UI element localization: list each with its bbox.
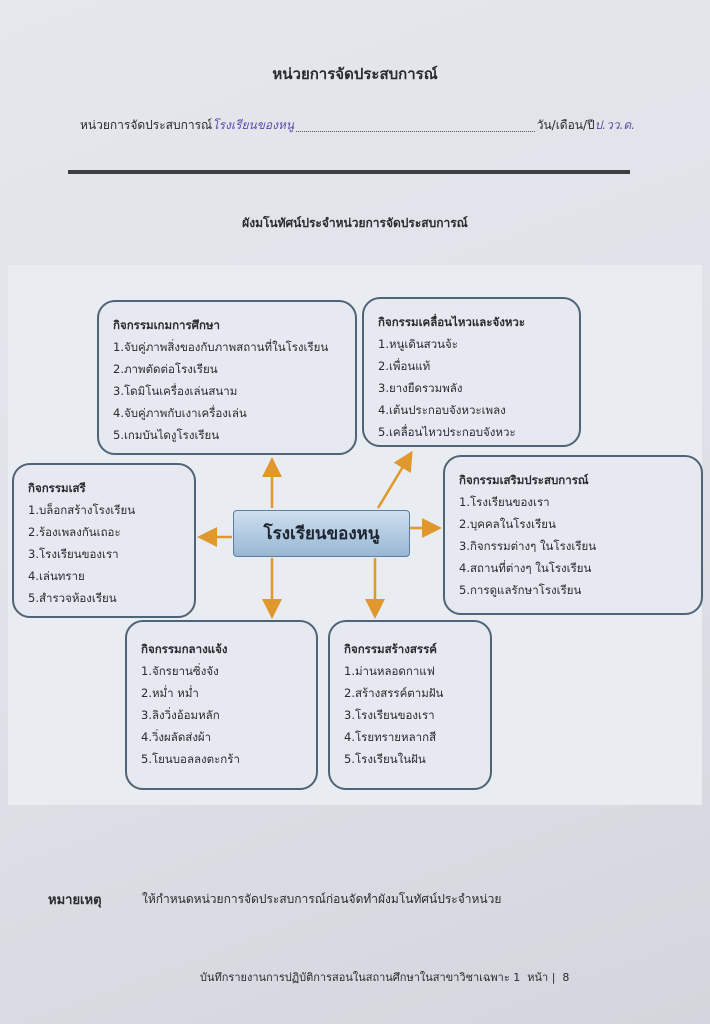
list-item: 5.สำรวจห้องเรียน <box>28 591 117 605</box>
date-label: วัน/เดือน/ปี <box>536 118 595 132</box>
list-item: 4.วิ่งผลัดส่งผ้า <box>141 730 212 744</box>
list-item: 2.บุคคลในโรงเรียน <box>459 517 556 531</box>
remark-text: ให้กำหนดหน่วยการจัดประสบการณ์ก่อนจัดทำผั… <box>142 892 502 906</box>
divider <box>68 170 630 174</box>
arrow-up-right <box>376 450 413 509</box>
list-item: 1.โรงเรียนของเรา <box>459 495 550 509</box>
page-label: หน้า <box>527 971 549 984</box>
box-free: กิจกรรมเสรี 1.บล็อกสร้างโรงเรียน 2.ร้องเ… <box>12 463 196 618</box>
list-item: 5.เกมบันไดงูโรงเรียน <box>113 428 220 442</box>
box-games: กิจกรรมเกมการศึกษา 1.จับคู่ภาพสิ่งของกับ… <box>97 300 357 455</box>
list-item: 1.ม่านหลอดกาแฟ <box>344 664 435 678</box>
box-heading: กิจกรรมเคลื่อนไหวและจังหวะ <box>378 315 526 329</box>
page-title: หน่วยการจัดประสบการณ์ <box>272 65 438 83</box>
footer: บันทึกรายงานการปฏิบัติการสอนในสถานศึกษาใ… <box>200 971 570 984</box>
list-item: 3.โรงเรียนของเรา <box>344 708 435 722</box>
unit-value: โรงเรียนของหนู <box>212 118 295 132</box>
list-item: 3.โรงเรียนของเรา <box>28 547 119 561</box>
list-item: 1.จับคู่ภาพสิ่งของกับภาพสถานที่ในโรงเรีย… <box>113 340 329 354</box>
list-item: 4.โรยทรายหลากสี <box>344 730 437 744</box>
date-value: ป.วว.ด. <box>594 118 635 132</box>
list-item: 2.ร้องเพลงกันเถอะ <box>28 525 121 539</box>
box-creative: กิจกรรมสร้างสรรค์ 1.ม่านหลอดกาแฟ 2.สร้าง… <box>328 620 492 790</box>
list-item: 3.ยางยืดรวมพลัง <box>378 381 463 395</box>
list-item: 3.ลิงวิ่งอ้อมหลัก <box>141 708 220 722</box>
list-item: 5.โยนบอลลงตะกร้า <box>141 752 240 766</box>
page-number: 8 <box>562 971 570 984</box>
unit-label: หน่วยการจัดประสบการณ์ <box>80 118 213 132</box>
box-heading: กิจกรรมกลางแจ้ง <box>141 642 228 656</box>
list-item: 1.หนูเดินสวนจ้ะ <box>378 337 458 351</box>
box-heading: กิจกรรมเสรี <box>28 481 86 495</box>
list-item: 2.ภาพตัดต่อโรงเรียน <box>113 362 218 376</box>
center-topic: โรงเรียนของหนู <box>233 510 410 557</box>
list-item: 5.โรงเรียนในฝัน <box>344 752 426 766</box>
list-item: 4.สถานที่ต่างๆ ในโรงเรียน <box>459 561 592 575</box>
list-item: 5.การดูแลรักษาโรงเรียน <box>459 583 582 597</box>
dotted-line <box>296 131 535 132</box>
list-item: 4.เต้นประกอบจังหวะเพลง <box>378 403 506 417</box>
footer-text: บันทึกรายงานการปฏิบัติการสอนในสถานศึกษาใ… <box>200 971 521 984</box>
list-item: 3.กิจกรรมต่างๆ ในโรงเรียน <box>459 539 597 553</box>
box-heading: กิจกรรมเสริมประสบการณ์ <box>459 473 589 487</box>
list-item: 1.จักรยานซิ่งจัง <box>141 664 219 678</box>
list-item: 2.สร้างสรรค์ตามฝัน <box>344 686 444 700</box>
list-item: 5.เคลื่อนไหวประกอบจังหวะ <box>378 425 516 439</box>
box-heading: กิจกรรมสร้างสรรค์ <box>344 642 437 656</box>
box-outdoor: กิจกรรมกลางแจ้ง 1.จักรยานซิ่งจัง 2.หม่ำ … <box>125 620 318 790</box>
list-item: 2.หม่ำ หม่ำ <box>141 686 199 700</box>
list-item: 2.เพื่อนแท้ <box>378 359 431 373</box>
list-item: 3.โดมิโนเครื่องเล่นสนาม <box>113 384 238 398</box>
remark-label: หมายเหตุ <box>48 893 102 908</box>
unit-row: หน่วยการจัดประสบการณ์ โรงเรียนของหนู วัน… <box>80 116 635 135</box>
diagram-title: ผังมโนทัศน์ประจำหน่วยการจัดประสบการณ์ <box>242 216 468 230</box>
list-item: 4.จับคู่ภาพกับเงาเครื่องเล่น <box>113 406 247 420</box>
list-item: 4.เล่นทราย <box>28 569 85 583</box>
list-item: 1.บล็อกสร้างโรงเรียน <box>28 503 136 517</box>
box-experience: กิจกรรมเสริมประสบการณ์ 1.โรงเรียนของเรา … <box>443 455 703 615</box>
box-movement: กิจกรรมเคลื่อนไหวและจังหวะ 1.หนูเดินสวนจ… <box>362 297 581 447</box>
box-heading: กิจกรรมเกมการศึกษา <box>113 318 220 332</box>
